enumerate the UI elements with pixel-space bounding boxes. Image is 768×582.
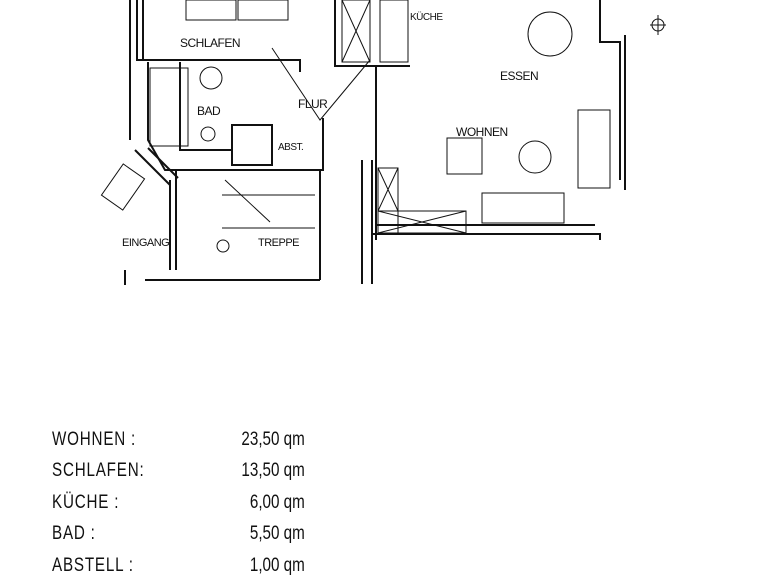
room-label-kueche: KÜCHE <box>410 11 443 23</box>
area-value: 1,00 qm <box>249 554 305 576</box>
room-label-bad: BAD <box>197 104 221 118</box>
area-value: 5,50 qm <box>249 523 305 545</box>
area-row: WOHNEN : 23,50 qm <box>52 424 305 456</box>
area-row: ABSTELL : 1,00 qm <box>52 550 305 582</box>
area-room: KÜCHE : <box>52 491 120 513</box>
room-label-schlafen: SCHLAFEN <box>180 36 240 50</box>
area-value: 6,00 qm <box>249 491 305 513</box>
room-label-wohnen: WOHNEN <box>456 125 508 139</box>
area-value: 13,50 qm <box>241 460 305 482</box>
area-room: WOHNEN : <box>52 428 137 450</box>
area-row: BAD : 5,50 qm <box>52 519 305 551</box>
room-label-eingang: EINGANG <box>122 237 169 249</box>
room-label-abst: ABST. <box>278 142 303 153</box>
area-room: ABSTELL : <box>52 554 134 576</box>
room-label-flur: FLUR <box>298 97 328 111</box>
area-value: 23,50 qm <box>241 428 305 450</box>
room-label-essen: ESSEN <box>500 69 538 83</box>
area-row: KÜCHE : 6,00 qm <box>52 487 305 519</box>
area-room: SCHLAFEN: <box>52 460 145 482</box>
room-label-treppe: TREPPE <box>258 237 299 249</box>
floor-plan: SCHLAFEN BAD FLUR ABST. KÜCHE ESSEN WOHN… <box>100 0 666 285</box>
furniture <box>100 0 666 253</box>
area-row: SCHLAFEN: 13,50 qm <box>52 456 305 488</box>
walls <box>124 0 626 285</box>
area-room: BAD : <box>52 523 96 545</box>
area-table: WOHNEN : 23,50 qm SCHLAFEN: 13,50 qm KÜCHE… <box>52 424 305 582</box>
